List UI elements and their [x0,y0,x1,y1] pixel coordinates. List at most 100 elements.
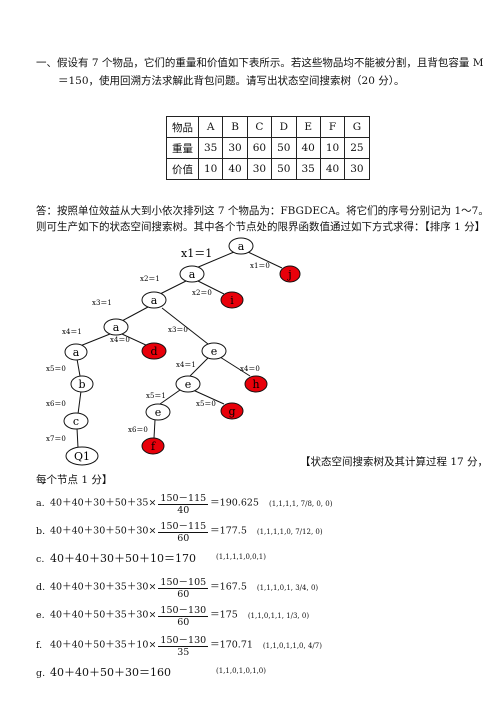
calc-expression: 40＋40＋30＋50＋30× [50,525,157,537]
node-label: d [150,345,157,358]
calc-row: c. 40＋40＋30＋50＋10＝170 (1,1,1,1,0,0,1) [36,550,266,566]
edge-label: x7＝0 [46,435,66,443]
tree-node [220,402,244,420]
edge-label: x2＝1 [140,275,160,283]
node-label: e [155,406,162,419]
calc-label: c. [36,554,45,565]
tree-node [141,437,165,455]
fraction-denominator: 60 [177,533,190,544]
items-table: 物品 A B C D E F G 重量 35 30 60 50 40 10 25… [166,116,370,180]
calc-result: ＝175 [210,609,238,621]
calc-label: a. [36,497,45,509]
calc-label: g. [36,668,46,679]
calc-row: g. 40＋40＋50＋30＝160 (1,1,0,1,0,1,0) [36,664,266,680]
node-label: c [73,415,79,428]
node-label: a [189,268,196,281]
solution-vector: (1,1,1,0,1, 3/4, 0) [256,583,319,592]
tree-node [201,342,227,360]
fraction-denominator: 35 [177,647,190,658]
calc-expression: 40＋40＋50＋30＝160 [50,666,171,679]
score-note-line-1: 【状态空间搜索树及其计算过程 17 分， [300,456,489,468]
calc-expression: 40＋40＋50＋35＋30× [50,609,157,621]
tree-node [70,375,94,393]
node-label: f [151,440,156,453]
edge-label: x1＝1 [181,247,212,260]
edge-label: x5＝0 [46,365,66,373]
table-cell: 50 [271,158,297,180]
table-cell: 40 [222,158,248,180]
fraction-numerator: 150－130 [158,632,209,647]
tree-edge [161,307,209,345]
tree-edge [247,251,283,269]
calc-expression: 40＋40＋50＋35＋10× [50,639,157,651]
calc-result: ＝167.5 [210,581,247,593]
node-label: h [252,378,259,391]
table-row: 价值 10 40 30 50 35 40 30 [166,158,370,180]
node-label: b [78,378,85,391]
tree-node [244,375,268,393]
table-cell: 价值 [166,158,199,180]
node-label: a [238,240,245,253]
tree-edge [76,427,79,449]
edge-label: x4＝1 [62,328,82,336]
question-line-1: 一、假设有 7 个物品，它们的重量和价值如下表所示。若这些物品均不能被分割，且背… [36,57,484,69]
edge-label: x4＝0 [110,336,130,344]
calc-result: ＝177.5 [210,525,247,537]
tree-node [179,265,205,283]
edge-label: x1＝0 [250,262,270,270]
tree-edge [197,280,225,295]
tree-edge [219,356,251,377]
answer-line-1: 答：按照单位效益从大到小依次排列这 7 个物品为：FBGDECA。将它们的序号分… [36,205,489,217]
fraction-numerator: 150－105 [158,574,209,589]
tree-edge [159,389,181,405]
tree-edge [189,357,209,377]
table-cell: 10 [197,158,224,180]
tree-edge [79,333,111,347]
calc-result: ＝170.71 [210,639,253,651]
solution-vector: (1,1,1,1,0,0,1) [216,553,266,561]
tree-node [279,265,301,283]
score-note-line-2: 每个节点 1 分】 [36,474,113,486]
tree-edge [76,358,81,377]
tree-edge [121,333,149,347]
tree-edge [119,306,149,323]
table-cell: 30 [344,158,370,180]
node-label: i [230,294,234,307]
solution-vector: (1,1,0,1,1,0, 4/7) [262,641,322,650]
calc-expression: 40＋40＋30＋50＋10＝170 [50,552,196,565]
table-row: 物品 A B C D E F G [166,116,370,138]
calc-expression: 40＋40＋30＋35＋30× [50,581,157,593]
node-label: Q1 [74,450,90,463]
table-cell: 35 [295,158,321,180]
edge-label: x6＝0 [128,426,148,434]
node-label: a [113,321,120,334]
calc-label: e. [36,609,45,621]
solution-vector: (1,1,0,1,1, 1/3, 0) [247,611,310,620]
fraction-numerator: 150－115 [158,490,209,505]
edge-label: x2＝0 [192,289,212,297]
tree-edge [195,251,235,269]
tree-node [64,343,88,361]
solution-vector: (1,1,0,1,0,1,0) [216,667,266,675]
tree-node [228,237,254,255]
solution-vector: (1,1,1,1, 7/8, 0, 0) [268,499,333,508]
edge-label: x3＝1 [92,299,112,307]
edge-label: x5＝0 [196,400,216,408]
edge-label: x5＝1 [146,392,166,400]
tree-edge [77,390,82,415]
edge-label: x3＝0 [168,326,188,334]
node-label: a [151,294,158,307]
tree-edge [192,389,225,405]
node-label: a [73,346,80,359]
tree-node [63,412,89,430]
tree-node [220,291,244,309]
tree-node [141,291,167,309]
